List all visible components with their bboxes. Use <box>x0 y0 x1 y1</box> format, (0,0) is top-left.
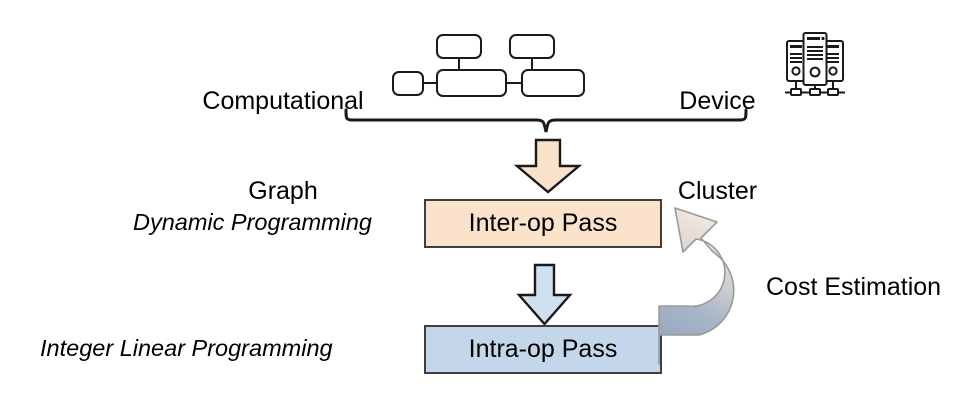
graph-edge-left-middle <box>423 82 437 85</box>
computational-graph-label: Computational Graph <box>183 26 383 266</box>
graph-node-left <box>392 71 424 96</box>
computational-graph-label-line2: Graph <box>248 177 318 205</box>
graph-node-right <box>521 69 585 97</box>
computational-graph-icon <box>392 30 585 100</box>
graph-node-top-right <box>509 34 555 59</box>
cost-estimation-feedback-arrow <box>655 198 775 378</box>
input-to-interop-arrow <box>511 138 585 194</box>
input-grouping-brace <box>340 104 752 138</box>
intra-op-pass-box[interactable]: Intra-op Pass <box>424 325 662 374</box>
intra-op-method-label: Integer Linear Programming <box>40 335 333 361</box>
server-cluster-icon <box>784 24 846 100</box>
graph-edge-top-right <box>531 58 534 71</box>
graph-node-middle <box>436 69 507 97</box>
interop-to-intraop-arrow <box>513 263 575 326</box>
cost-estimation-label: Cost Estimation <box>766 273 942 301</box>
device-cluster-label-line2: Cluster <box>677 177 758 205</box>
inter-op-pass-label: Inter-op Pass <box>468 209 618 237</box>
inter-op-method-label: Dynamic Programming <box>133 209 372 235</box>
device-cluster-label: Device Cluster <box>655 26 780 266</box>
inter-op-pass-box[interactable]: Inter-op Pass <box>424 199 662 248</box>
device-cluster-label-line1: Device <box>679 87 756 115</box>
computational-graph-label-line1: Computational <box>202 87 364 115</box>
graph-node-top-left <box>436 34 482 59</box>
graph-edge-top-left <box>458 58 461 71</box>
graph-edge-middle-right <box>506 82 522 85</box>
intra-op-pass-label: Intra-op Pass <box>468 335 618 363</box>
